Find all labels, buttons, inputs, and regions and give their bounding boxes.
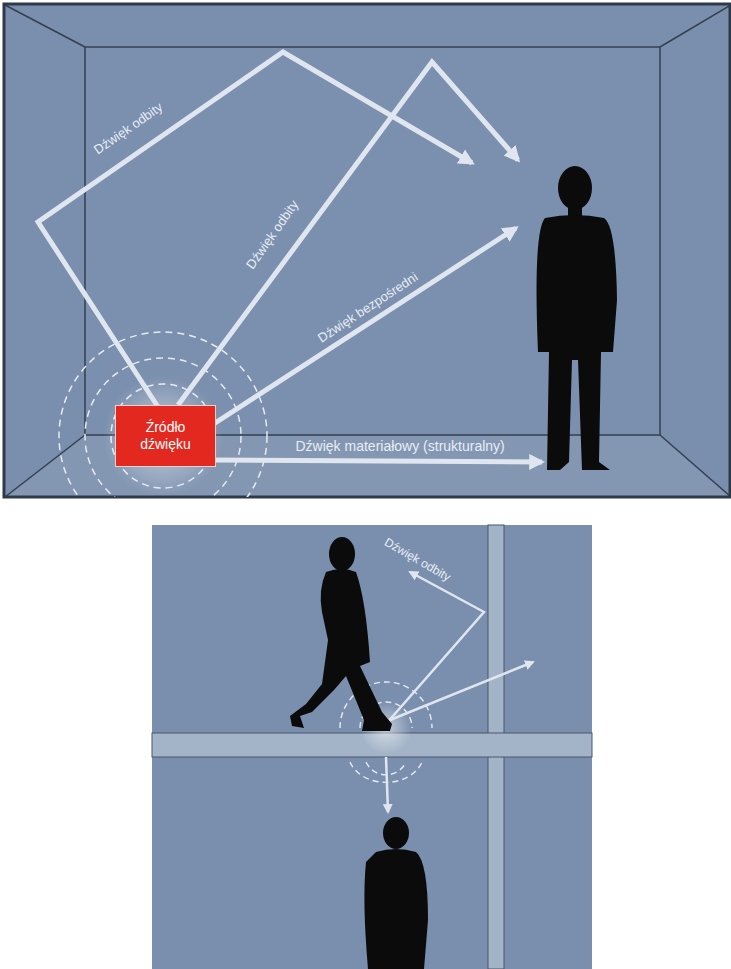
- sound-source-box: Źródło dźwięku: [115, 405, 216, 467]
- room-edges: [5, 5, 731, 497]
- room-illustration: [4, 4, 731, 540]
- listener-silhouette: [537, 166, 617, 470]
- walker-silhouette: [290, 537, 392, 731]
- sound-waves: [59, 332, 267, 497]
- source-label: Źródło dźwięku: [123, 419, 208, 454]
- structure-borne-sound-label: Dźwięk materiałowy (strukturalny): [296, 438, 505, 454]
- listener-below-silhouette: [364, 817, 428, 969]
- floor-section-illustration: [152, 525, 592, 969]
- room-background: [5, 5, 731, 497]
- section-background: [152, 525, 592, 969]
- sound-paths: [38, 52, 542, 462]
- panel-frame: [4, 4, 730, 497]
- impact-paths: [386, 572, 533, 812]
